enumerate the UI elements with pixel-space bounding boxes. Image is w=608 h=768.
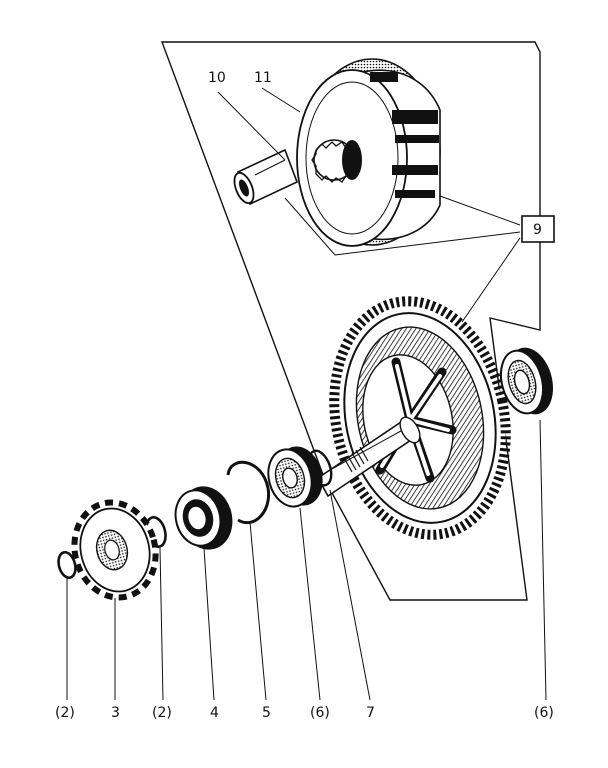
gear-wheel-part xyxy=(316,296,511,540)
circlip-left-part xyxy=(57,550,77,580)
spring-ring-part xyxy=(226,460,271,525)
bearing-right-part xyxy=(499,347,554,415)
callout-2-left: (2) xyxy=(55,705,75,721)
callout-9: 9 xyxy=(533,222,542,238)
sprocket-part xyxy=(71,499,159,601)
callout-10: 10 xyxy=(208,70,226,86)
callout-box-9 xyxy=(521,215,555,243)
clutch-drum-part xyxy=(296,58,441,247)
assembly-outline xyxy=(160,41,541,601)
callout-4: 4 xyxy=(210,705,219,721)
bush-part xyxy=(233,148,299,206)
callout-3: 3 xyxy=(111,705,120,721)
callout-2-middle: (2) xyxy=(152,705,172,721)
callout-5: 5 xyxy=(262,705,271,721)
leader-lines xyxy=(66,87,547,701)
callout-7: 7 xyxy=(366,705,375,721)
callout-11: 11 xyxy=(254,70,272,86)
callout-6-left: (6) xyxy=(310,705,330,721)
oil-seal-part xyxy=(174,486,233,550)
callout-6-right: (6) xyxy=(534,705,554,721)
bearing-left-part xyxy=(267,446,323,508)
